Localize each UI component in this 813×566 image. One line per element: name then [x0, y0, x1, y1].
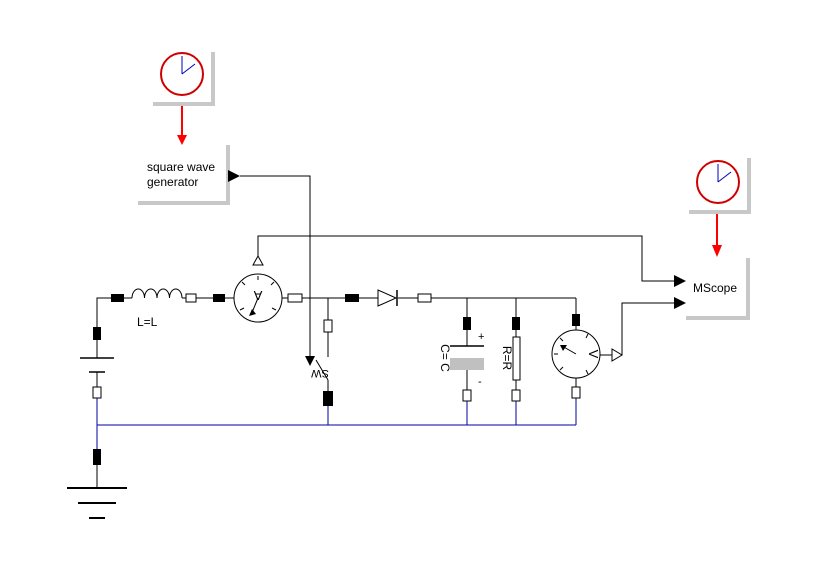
negative-pins: [92, 293, 581, 402]
capacitor[interactable]: + - C= C: [438, 331, 484, 388]
ideal-switch[interactable]: SW: [311, 359, 329, 381]
inductor[interactable]: L=L: [131, 288, 183, 329]
voltmeter-icon[interactable]: V: [551, 329, 623, 379]
switch-control-arrow: [305, 356, 315, 366]
activation-arrow-1: [177, 106, 187, 145]
voltmeter-glyph: V: [586, 350, 601, 359]
power-wires: [96, 297, 577, 488]
activation-arrow-2: [712, 214, 722, 257]
battery-icon[interactable]: [80, 357, 114, 373]
clock-icon-2[interactable]: [689, 158, 751, 214]
signal-wires: [240, 175, 674, 358]
mscope-block[interactable]: MScope: [674, 258, 750, 320]
generator-label-line2: generator: [147, 175, 198, 189]
mscope-label: MScope: [693, 281, 737, 295]
square-wave-generator-block[interactable]: square wave generator: [138, 145, 240, 205]
clock-icon-1[interactable]: [153, 52, 215, 106]
ground-bus: [96, 398, 577, 449]
ammeter-icon[interactable]: A: [233, 254, 283, 323]
inductor-label: L=L: [137, 315, 158, 329]
resistor[interactable]: R=R: [500, 336, 521, 381]
capacitor-minus: -: [478, 376, 482, 388]
ground-icon[interactable]: [67, 487, 127, 519]
capacitor-label: C= C: [438, 344, 452, 372]
diode-icon[interactable]: [377, 289, 398, 307]
ammeter-glyph: A: [253, 288, 262, 303]
capacitor-plus: +: [478, 331, 484, 343]
generator-label-line1: square wave: [147, 160, 215, 174]
positive-pins: [93, 294, 580, 465]
switch-label: SW: [311, 367, 329, 379]
resistor-label: R=R: [500, 346, 514, 371]
